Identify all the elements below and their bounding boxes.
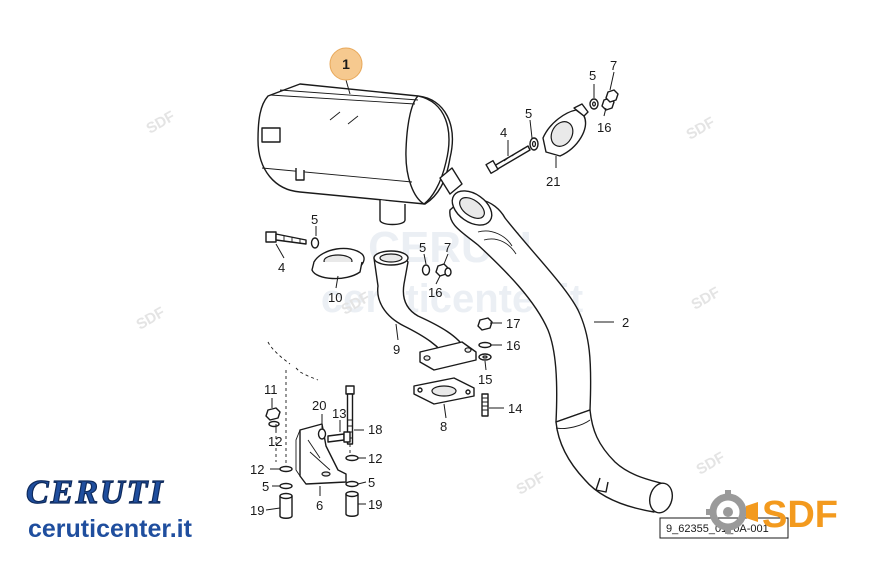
callout-19a[interactable]: 19 (250, 503, 264, 518)
part-gasket[interactable] (413, 377, 475, 405)
watermark-sdf-7: SDF (514, 469, 548, 499)
callout-badge-1[interactable]: 1 (329, 47, 363, 81)
callout-19b[interactable]: 19 (368, 497, 382, 512)
dealer-name: CERUTI (26, 474, 165, 511)
callout-4a[interactable]: 4 (500, 125, 507, 140)
callout-18[interactable]: 18 (368, 422, 382, 437)
part-bolt-left[interactable] (265, 231, 320, 249)
callout-21[interactable]: 21 (546, 174, 560, 189)
callout-12b[interactable]: 12 (368, 451, 382, 466)
part-clamp-left[interactable] (311, 247, 365, 280)
callout-5d[interactable]: 5 (419, 240, 426, 255)
callout-9[interactable]: 9 (393, 342, 400, 357)
part-washer-nut-mid[interactable] (421, 263, 452, 277)
callout-2[interactable]: 2 (622, 315, 629, 330)
part-washer-top[interactable] (529, 137, 539, 151)
callout-17[interactable]: 17 (506, 316, 520, 331)
callout-5a[interactable]: 5 (525, 106, 532, 121)
dealer-url[interactable]: ceruticenter.it (28, 515, 193, 543)
part-clamp-top[interactable] (542, 103, 589, 157)
part-muffler[interactable] (257, 83, 463, 226)
callout-16a[interactable]: 16 (597, 120, 611, 135)
callout-13[interactable]: 13 (332, 406, 346, 421)
dealer-logo[interactable]: CERUTI ceruticenter.it (25, 473, 193, 543)
part-washer-16-mid[interactable] (478, 341, 492, 349)
leader-lines (265, 71, 615, 511)
part-washer-12c[interactable] (345, 454, 359, 462)
part-bolt-13[interactable] (327, 431, 351, 443)
sdf-gear-icon (706, 490, 758, 534)
callout-7a[interactable]: 7 (610, 58, 617, 73)
watermark-sdf-4: SDF (134, 304, 168, 334)
muffler-bracket (261, 127, 281, 143)
part-spacer-19b[interactable] (345, 490, 359, 517)
callout-15[interactable]: 15 (478, 372, 492, 387)
callout-4b[interactable]: 4 (278, 260, 285, 275)
callout-12a[interactable]: 12 (268, 434, 282, 449)
part-washer-12b[interactable] (279, 465, 293, 473)
callout-5b[interactable]: 5 (589, 68, 596, 83)
callout-11[interactable]: 11 (264, 382, 278, 397)
watermark-sdf-1: SDF (144, 108, 178, 138)
part-stud-14[interactable] (481, 393, 489, 417)
part-washer-5f[interactable] (345, 480, 359, 488)
part-washer-15[interactable] (478, 353, 492, 361)
callout-5f[interactable]: 5 (368, 475, 375, 490)
callout-14[interactable]: 14 (508, 401, 522, 416)
part-washer-20[interactable] (317, 428, 327, 440)
callout-labels: 2 4 5 5 7 16 21 5 4 10 5 7 16 9 17 16 15… (250, 58, 629, 518)
part-washer-12a[interactable] (268, 420, 280, 428)
watermark-sdf-3: SDF (684, 114, 718, 144)
callout-6[interactable]: 6 (316, 498, 323, 513)
callout-10[interactable]: 10 (328, 290, 342, 305)
watermark-sdf-6: SDF (689, 284, 723, 314)
part-spacer-19a[interactable] (279, 492, 293, 519)
sdf-logo-text: SDF (762, 494, 838, 536)
sdf-logo: SDF (706, 490, 838, 536)
part-washer-5e[interactable] (279, 482, 293, 490)
watermark-sdf-8: SDF (694, 449, 728, 479)
part-bolt-top[interactable] (485, 145, 531, 175)
part-elbow-pipe[interactable] (373, 250, 477, 371)
drawing-code: 9_62355_01_0A-001 (666, 523, 769, 535)
callout-20[interactable]: 20 (312, 398, 326, 413)
callout-1: 1 (342, 56, 350, 72)
callout-8[interactable]: 8 (440, 419, 447, 434)
callout-5c[interactable]: 5 (311, 212, 318, 227)
callout-16b[interactable]: 16 (428, 285, 442, 300)
callout-5e[interactable]: 5 (262, 479, 269, 494)
callout-12c[interactable]: 12 (250, 462, 264, 477)
part-nut-17[interactable] (477, 317, 493, 331)
part-nut-11[interactable] (265, 407, 281, 421)
part-exhaust-tube[interactable] (446, 184, 676, 515)
part-washer-nut-top-right[interactable] (589, 89, 619, 111)
callout-16c[interactable]: 16 (506, 338, 520, 353)
callout-7b[interactable]: 7 (444, 240, 451, 255)
